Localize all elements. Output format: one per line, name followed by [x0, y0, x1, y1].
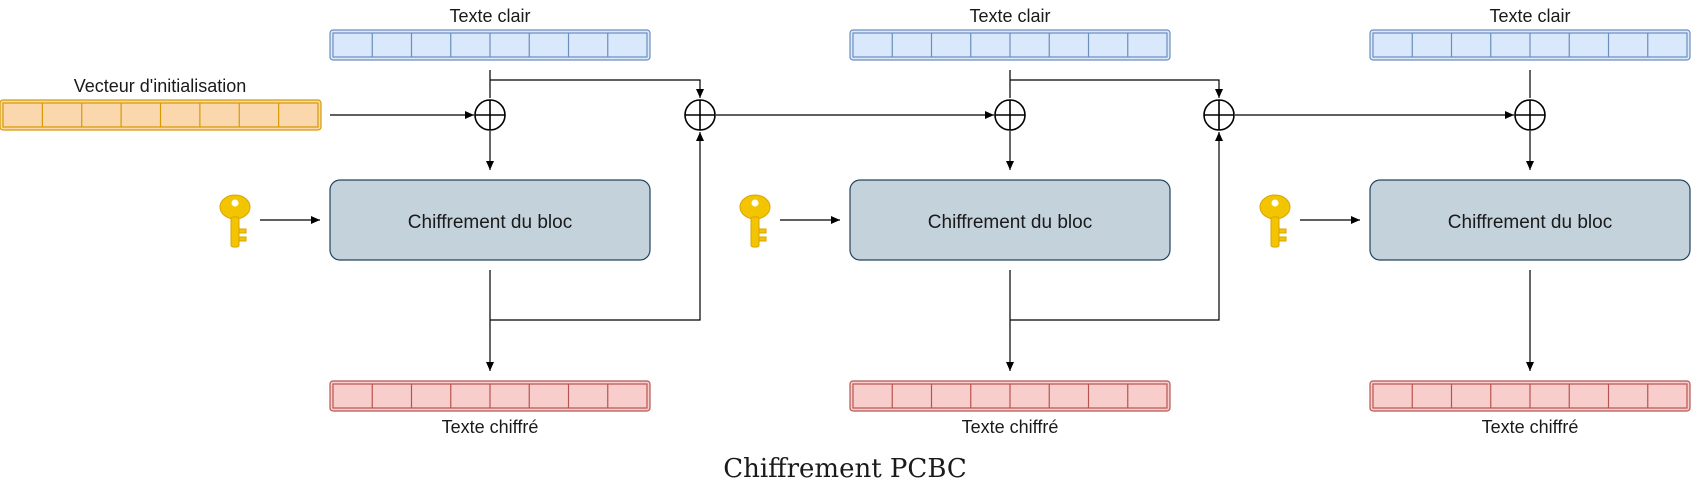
- block-cipher-label: Chiffrement du bloc: [1448, 212, 1612, 233]
- ciphertext-register: [1369, 380, 1691, 412]
- block-cipher-box: Chiffrement du bloc: [849, 179, 1171, 261]
- plaintext-label: Texte clair: [449, 6, 530, 26]
- xor-icon: [1514, 99, 1546, 131]
- ciphertext-label: Texte chiffré: [1482, 417, 1579, 437]
- xor-icon: [474, 99, 506, 131]
- plaintext-register: [849, 29, 1171, 61]
- plaintext-register: [329, 29, 651, 61]
- keys: [219, 194, 1291, 248]
- diagram-title: Chiffrement PCBC: [723, 454, 967, 484]
- iv-label: Vecteur d'initialisation: [74, 76, 247, 96]
- ciphertext-label: Texte chiffré: [442, 417, 539, 437]
- block-cipher-label: Chiffrement du bloc: [928, 212, 1092, 233]
- key-icon: [739, 194, 771, 248]
- plaintext-2-to-combine-xor-2: [1010, 79, 1223, 98]
- block-cipher-box: Chiffrement du bloc: [329, 179, 651, 261]
- plaintext-label: Texte clair: [1489, 6, 1570, 26]
- xor-icon: [994, 99, 1026, 131]
- connection-lines: [260, 70, 1534, 371]
- xor-icon: [1203, 99, 1235, 131]
- key-icon: [1259, 194, 1291, 248]
- block-1-to-combine-xor-1: [490, 132, 704, 321]
- plaintext-register: [1369, 29, 1691, 61]
- iv-register-cells: [0, 99, 322, 131]
- ciphertext-register: [329, 380, 651, 412]
- block-2-to-combine-xor-2: [1010, 132, 1223, 321]
- plaintext-1-to-combine-xor-1: [490, 79, 704, 98]
- ciphertext-register: [849, 380, 1171, 412]
- ciphertext-label: Texte chiffré: [962, 417, 1059, 437]
- block-cipher-label: Chiffrement du bloc: [408, 212, 572, 233]
- plaintext-label: Texte clair: [969, 6, 1050, 26]
- xor-icon: [684, 99, 716, 131]
- iv-register: [0, 99, 322, 131]
- xor-operators: [474, 99, 1546, 131]
- block-cipher-box: Chiffrement du bloc: [1369, 179, 1691, 261]
- key-icon: [219, 194, 251, 248]
